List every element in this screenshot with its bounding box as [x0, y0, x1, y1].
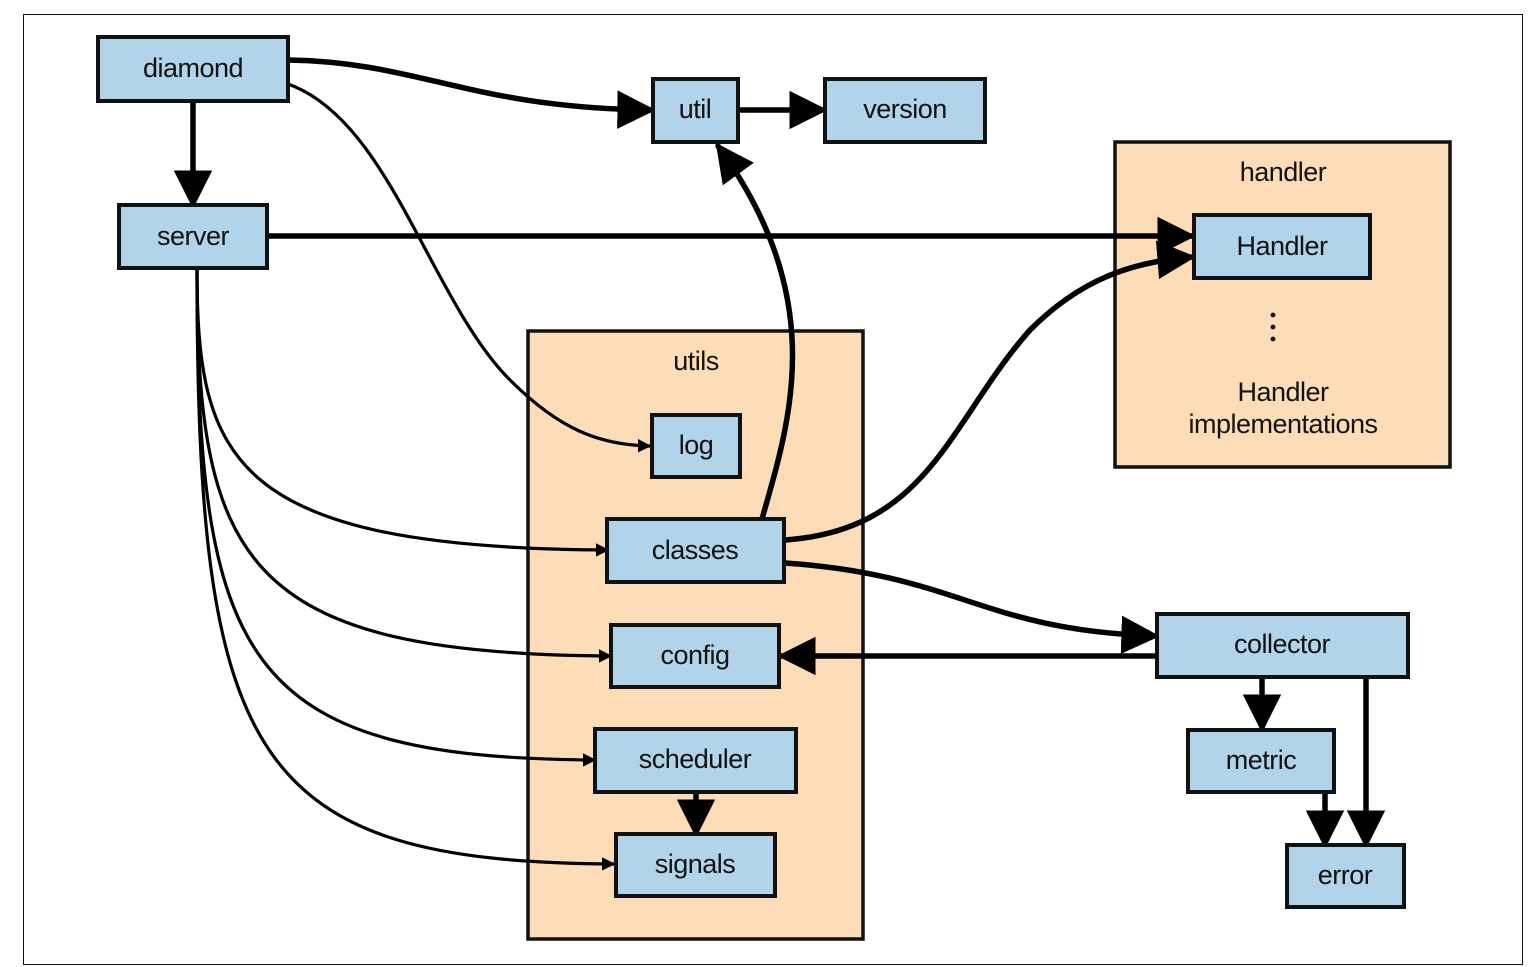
node-classes: classes: [605, 517, 786, 584]
edge-diamond-util: [285, 57, 656, 129]
node-config-label: config: [660, 640, 729, 670]
node-server: server: [117, 203, 269, 270]
node-log: log: [650, 413, 742, 479]
node-collector: collector: [1155, 612, 1410, 679]
edge-classes-collector: [782, 560, 1160, 655]
node-log-label: log: [679, 430, 714, 460]
node-signals: signals: [614, 832, 777, 898]
edge-classes-util: [715, 142, 796, 522]
edge-server-signals: [195, 266, 616, 871]
node-config: config: [609, 623, 781, 689]
node-collector-label: collector: [1234, 629, 1331, 659]
edge-diamond-log: [286, 82, 652, 453]
node-signals-label: signals: [655, 849, 736, 879]
node-handler-label: Handler: [1236, 231, 1328, 261]
handler-implementations-line1: Handler: [1237, 377, 1329, 407]
edges: [173, 57, 1386, 871]
node-error: error: [1285, 843, 1406, 909]
group-utils-label: utils: [673, 346, 719, 376]
node-version-label: version: [863, 94, 947, 124]
edge-classes-handler: [782, 240, 1196, 543]
group-handler-label: handler: [1240, 157, 1327, 187]
node-util: util: [651, 77, 740, 144]
node-scheduler: scheduler: [593, 727, 798, 794]
node-diamond: diamond: [96, 35, 290, 103]
handler-implementations-line2: implementations: [1188, 409, 1377, 439]
node-diamond-label: diamond: [143, 53, 243, 83]
diagram-frame: [23, 14, 1523, 965]
node-scheduler-label: scheduler: [639, 744, 752, 774]
node-error-label: error: [1318, 860, 1373, 890]
node-classes-label: classes: [652, 535, 739, 565]
group-handler: handler Handler implementations: [1113, 140, 1452, 469]
node-handler: Handler: [1192, 213, 1372, 280]
node-server-label: server: [157, 221, 230, 251]
ellipsis-icon: [1270, 312, 1276, 342]
node-version: version: [823, 77, 987, 144]
node-metric: metric: [1186, 728, 1336, 794]
node-util-label: util: [679, 94, 712, 124]
node-metric-label: metric: [1226, 745, 1297, 775]
